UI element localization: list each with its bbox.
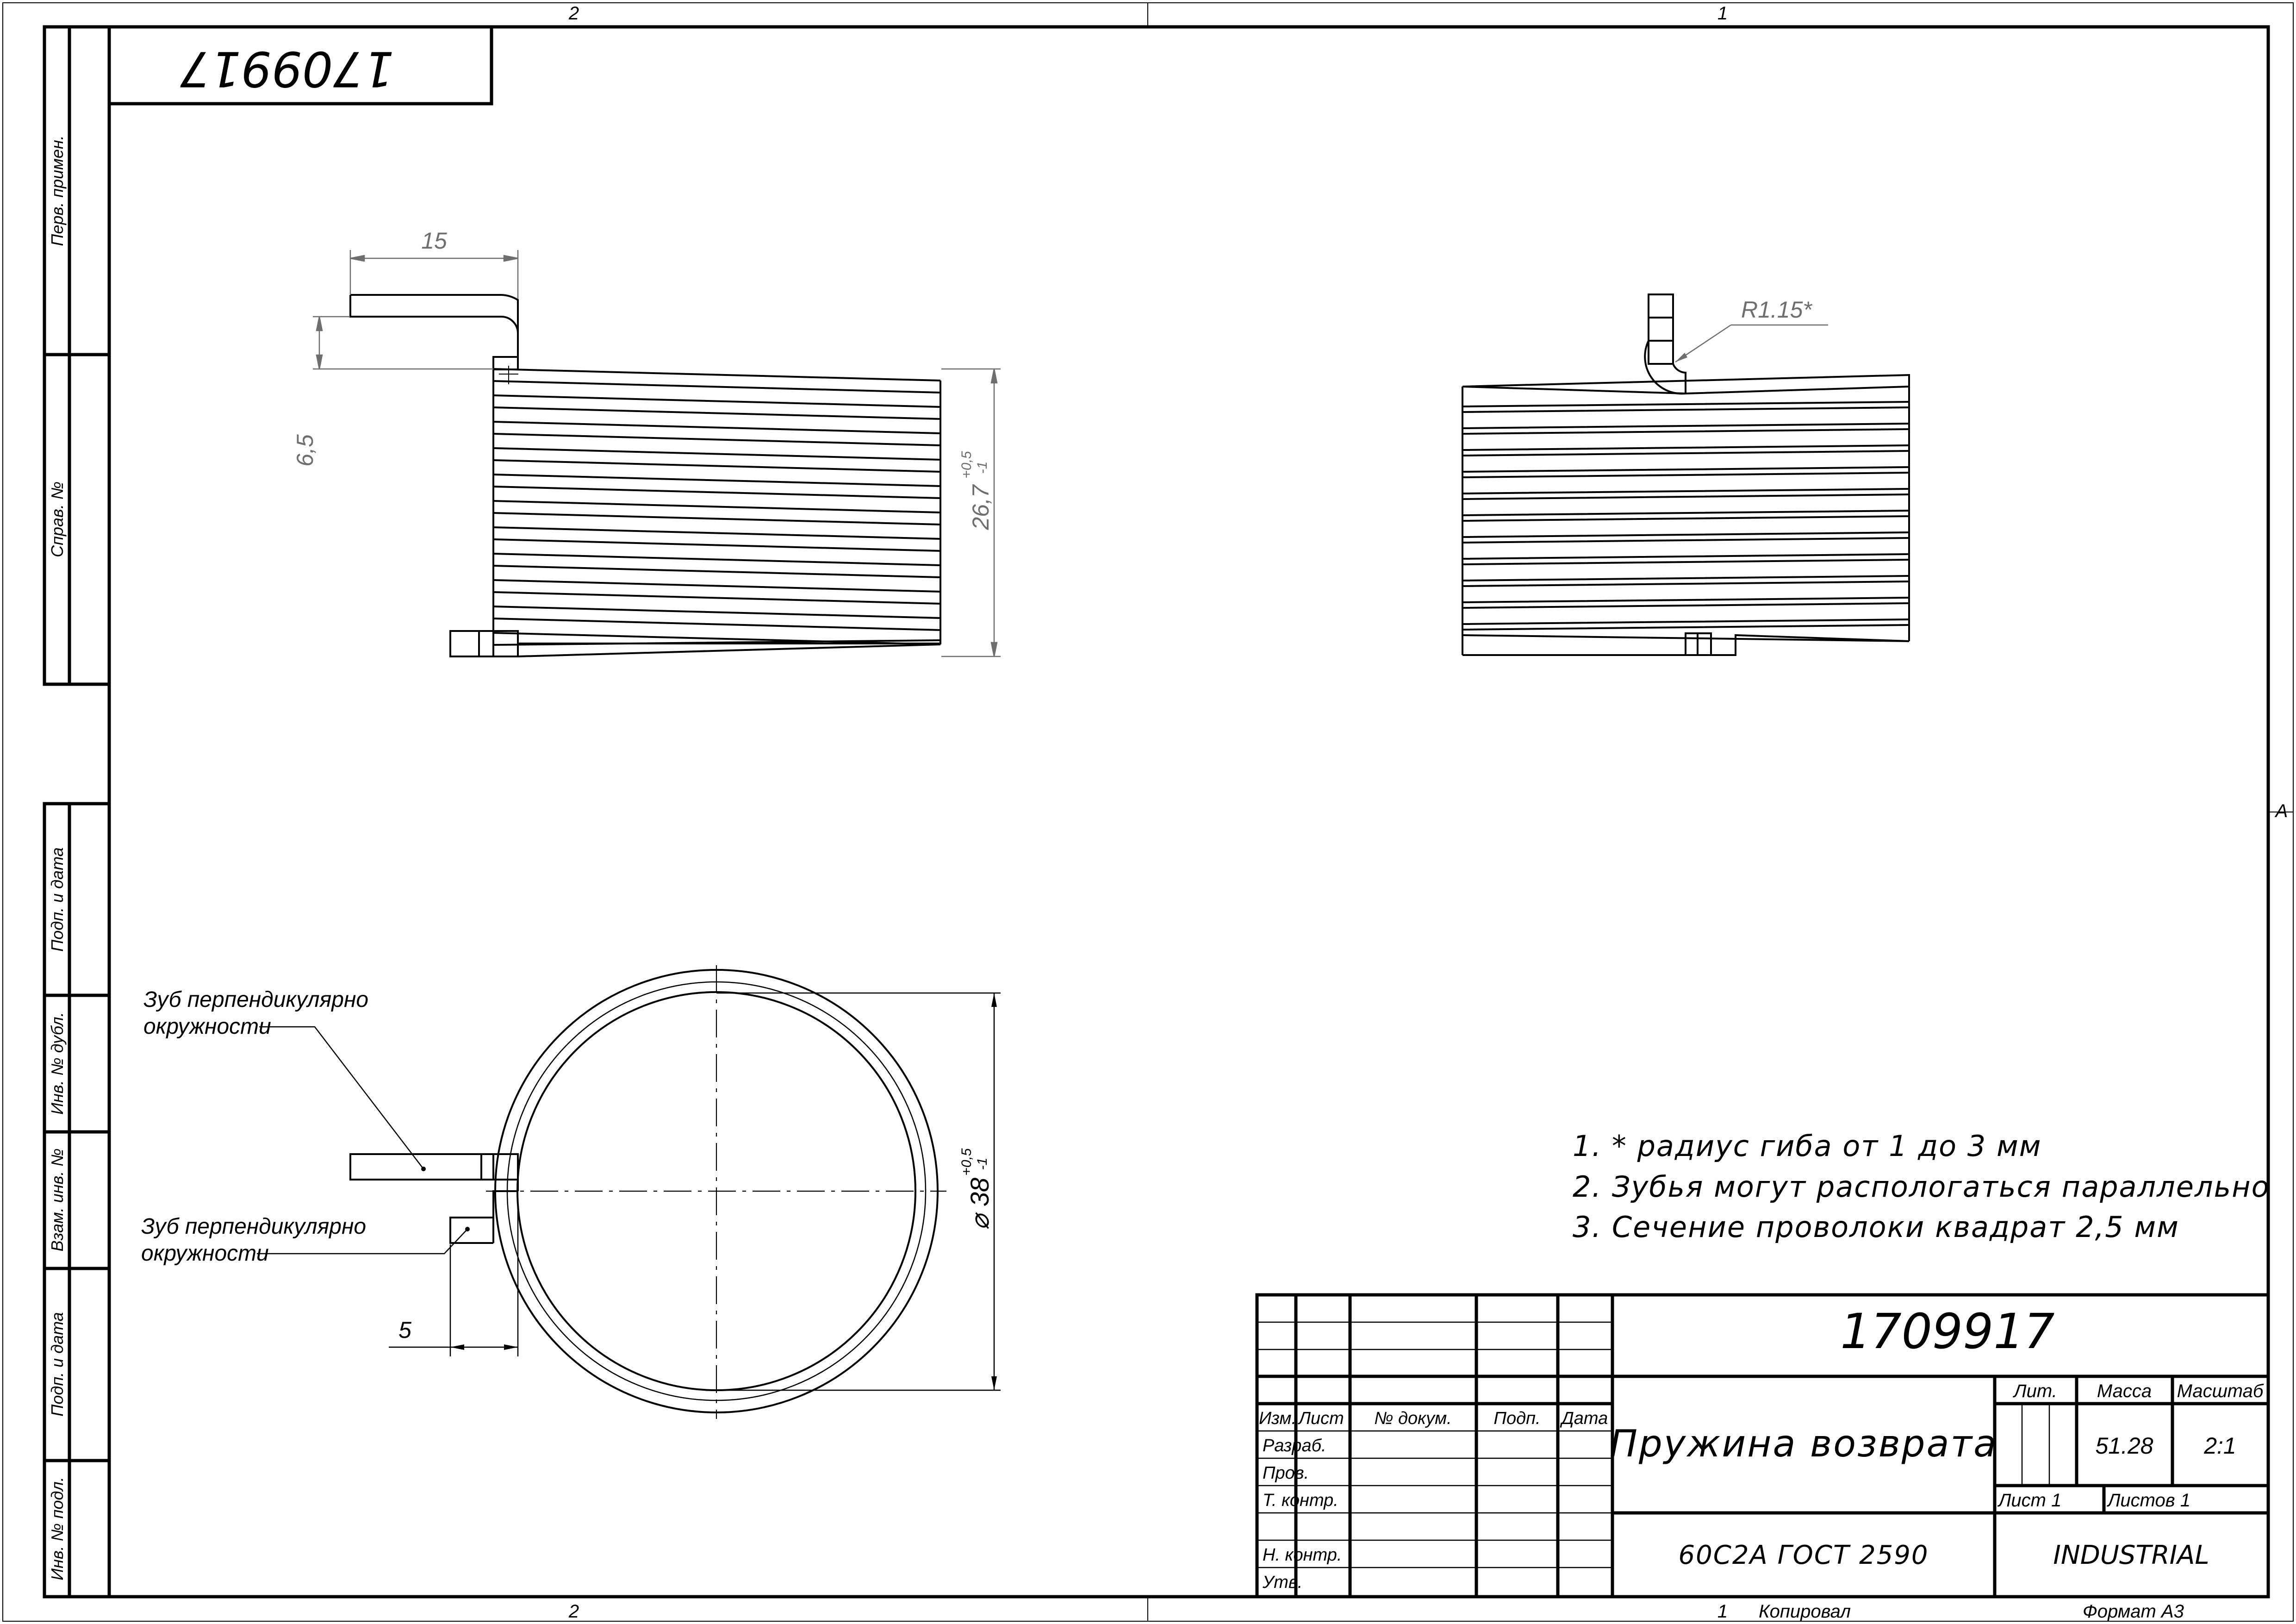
tooth-2-callout: Зуб перпендикулярно окружности (141, 1214, 470, 1266)
role-tkontr: Т. контр. (1263, 1491, 1338, 1510)
tooth-2-callout-line2: окружности (141, 1241, 269, 1266)
scale-value: 2:1 (2203, 1433, 2236, 1459)
dim-26-7-tol-upper: +0,5 (959, 451, 974, 479)
side-label-sprav-no: Справ. № (48, 481, 67, 557)
dim-38-tol-upper: +0,5 (959, 1148, 974, 1176)
dim-38-tol-lower: -1 (975, 1158, 990, 1170)
title-block-company: INDUSTRIAL (2053, 1540, 2209, 1570)
header-data: Дата (1560, 1409, 1608, 1428)
tooth-2-callout-line1: Зуб перпендикулярно (141, 1214, 366, 1239)
rotated-number-box (107, 25, 493, 106)
radius-callout: R1.15* (1675, 297, 1828, 363)
role-nkontr: Н. контр. (1263, 1545, 1342, 1565)
side-view-coils (1462, 374, 1910, 656)
dim-diameter-text: 38 (965, 1178, 994, 1206)
scale-header: Масштаб (2177, 1381, 2264, 1401)
tooth-1 (349, 1153, 519, 1181)
role-prov: Пров. (1263, 1463, 1309, 1483)
mass-value: 51.28 (2095, 1433, 2153, 1459)
front-view: 15 6,5 26,7 +0,5 -1 (292, 228, 1001, 657)
tooth-1-callout: Зуб перпендикулярно окружности (143, 987, 426, 1171)
header-list: Лист (1297, 1409, 1344, 1428)
side-label-perv-primen: Перв. примен. (48, 135, 67, 246)
side-view: R1.15* (1462, 294, 1910, 656)
title-block-material: 60С2А ГОСТ 2590 (1679, 1540, 1929, 1570)
dim-height-26-7: 26,7 +0,5 -1 (941, 368, 1001, 657)
role-razrab: Разраб. (1263, 1436, 1326, 1455)
front-view-bottom-tab (449, 630, 519, 657)
dim-diameter-38: ⌀ 38 +0,5 -1 (716, 992, 1001, 1391)
note-3: 3. Сечение проволоки квадрат 2,5 мм (1573, 1210, 2179, 1244)
zone-label-top-right: 1 (1717, 3, 1728, 24)
dim-26-7-tol-lower: -1 (975, 462, 990, 474)
title-block-name: Пружина возврата (1610, 1422, 1997, 1465)
inner-frame (107, 25, 2270, 1599)
side-label-vzam-inv: Взам. инв. № (48, 1149, 67, 1252)
dim-width-15: 15 (349, 228, 519, 299)
zone-label-bottom-left: 2 (568, 1601, 579, 1622)
zone-label-top-left: 2 (568, 3, 579, 24)
dim-width-15-text: 15 (421, 228, 447, 254)
title-block-number: 1709917 (1840, 1303, 2054, 1360)
tooth-2 (449, 1190, 518, 1244)
lit-header: Лит. (2012, 1381, 2057, 1401)
tooth-1-callout-line2: окружности (143, 1014, 271, 1039)
dim-height-6-5-text: 6,5 (292, 434, 318, 467)
side-label-podp-data-2: Подп. и дата (48, 1312, 67, 1416)
tooth-1-callout-line1: Зуб перпендикулярно (143, 987, 368, 1012)
side-label-inv-dubl: Инв. № дубл. (48, 1012, 67, 1114)
note-1: 1. * радиус гиба от 1 до 3 мм (1573, 1129, 2042, 1163)
radius-text: R1.15* (1741, 297, 1812, 323)
mass-header: Масса (2097, 1381, 2152, 1401)
front-view-coils (492, 368, 941, 656)
dim-height-26-7-text: 26,7 (968, 484, 994, 531)
sheets-total: Листов 1 (2106, 1490, 2190, 1511)
front-view-top-stub (492, 356, 519, 370)
footer-copied: Копировал (1759, 1601, 1851, 1622)
header-izm: Изм. (1259, 1409, 1296, 1428)
side-label-inv-podl: Инв. № подл. (48, 1477, 67, 1580)
technical-notes: 1. * радиус гиба от 1 до 3 мм 2. Зубья м… (1573, 1129, 2270, 1244)
sheet-number: Лист 1 (1997, 1490, 2061, 1511)
dim-offset-5-text: 5 (398, 1317, 411, 1343)
rotated-drawing-number: 1709917 (180, 41, 394, 97)
dim-offset-5: 5 (389, 1199, 519, 1356)
title-block: 1709917 Пружина возврата 60С2А ГОСТ 2590… (1255, 1293, 2270, 1599)
footer-copy-num: 1 (1717, 1601, 1728, 1622)
side-view-top-hook (1648, 294, 1674, 365)
zone-label-bottom-right: 1 (1717, 1601, 1728, 1622)
role-utv: Утв. (1262, 1573, 1302, 1592)
header-podp: Подп. (1493, 1409, 1540, 1428)
header-doc: № докум. (1374, 1409, 1451, 1428)
top-view: ⌀ 38 +0,5 -1 5 Зуб перпендикулярно окруж… (141, 965, 1001, 1419)
footer-format: Формат А3 (2083, 1601, 2184, 1622)
dim-diameter-symbol: ⌀ (965, 1212, 994, 1230)
side-label-podp-data-1: Подп. и дата (48, 847, 67, 951)
zone-label-right: A (2275, 801, 2288, 821)
side-column-lower (43, 802, 111, 1599)
dim-height-6-5: 6,5 (292, 316, 493, 467)
note-2: 2. Зубья могут распологаться параллельно (1573, 1170, 2270, 1204)
